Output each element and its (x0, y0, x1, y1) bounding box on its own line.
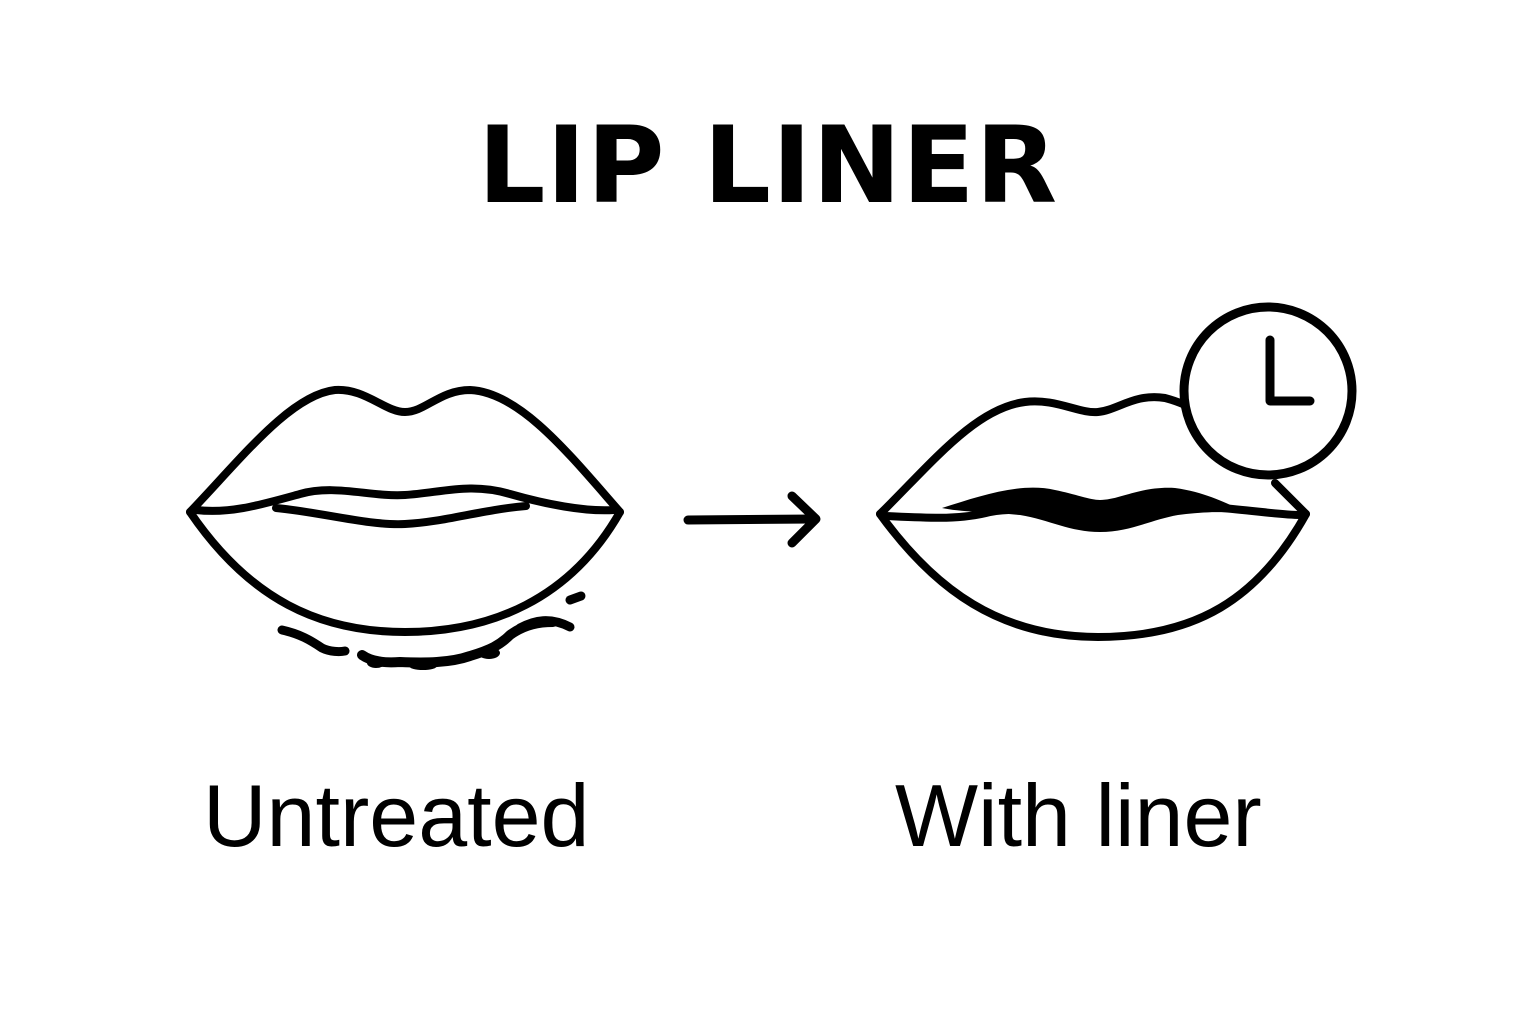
left-upper-lip-outline (186, 385, 624, 516)
clock-icon (1179, 302, 1357, 480)
with-liner-label: With liner (895, 766, 1262, 865)
right-lip-corner (1271, 479, 1310, 518)
right-lip-gap-fill (942, 487, 1242, 532)
smudge-blobs (367, 647, 500, 670)
smudge-stroke-1 (277, 625, 350, 657)
clock-hands (1265, 335, 1315, 406)
smudge-blob-3 (409, 662, 437, 670)
right-arrow-icon (683, 491, 821, 548)
left-mouth-line-lower (272, 502, 530, 529)
smudged-lips-icon (186, 385, 624, 668)
arrow-head (787, 491, 821, 548)
right-lower-lip-outline (876, 510, 1310, 641)
diagram-title: LIP LINER (477, 104, 1059, 227)
arrow-shaft (683, 514, 819, 525)
untreated-label: Untreated (203, 766, 590, 865)
smudge-stroke-4 (565, 591, 586, 605)
left-mouth-line-upper (192, 484, 618, 515)
smudge-stroke-3 (515, 616, 575, 633)
smudge-blob-1 (367, 658, 385, 668)
smudge-blob-2 (478, 647, 500, 659)
left-lower-lip-outline (186, 508, 624, 636)
right-upper-lip-outline (876, 393, 1198, 518)
